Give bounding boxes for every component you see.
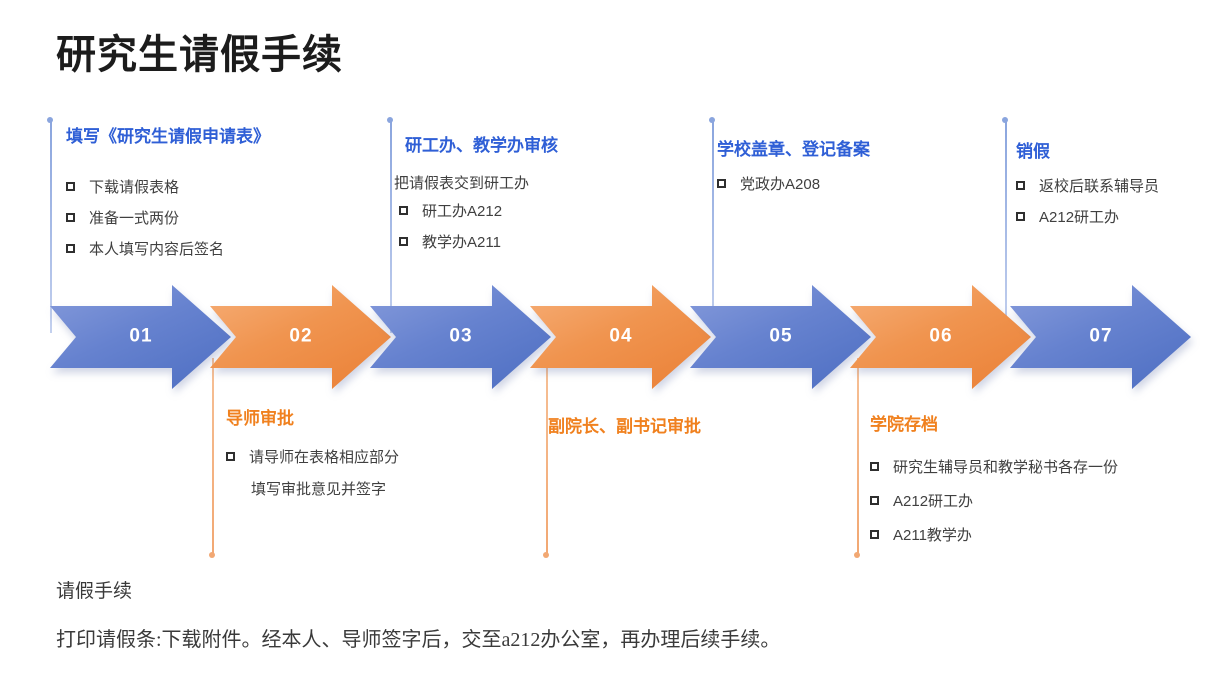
list-item: 教学办A211 [399,226,558,257]
connector-dot-step07 [1002,117,1008,123]
connector-dot-step05 [709,117,715,123]
step-title: 学校盖章、登记备案 [717,140,870,159]
flow-arrow-02: 02 [210,285,391,389]
bullet-square-icon [66,213,75,222]
flow-arrow-04: 04 [530,285,711,389]
step-items: 下载请假表格 准备一式两份 本人填写内容后签名 [66,171,270,264]
connector-dot-step02 [209,552,215,558]
connector-line-step01 [50,120,52,333]
flow-arrow-03: 03 [370,285,551,389]
step-items: 研工办A212 教学办A211 [394,195,558,257]
step-panel-03: 研工办、教学办审核 把请假表交到研工办 研工办A212 教学办A211 [394,131,558,257]
list-item-text: 研究生辅导员和教学秘书各存一份 [893,458,1119,476]
list-item-text: 准备一式两份 [89,210,180,227]
list-item-text: 研工办A212 [422,203,503,220]
page-title: 研究生请假手续 [56,33,343,77]
arrow-number: 04 [609,325,633,347]
footer-note-line1: 请假手续 [56,581,133,602]
bullet-square-icon [870,461,879,471]
connector-line-step04 [546,358,548,554]
bullet-square-icon [870,495,879,505]
arrow-number: 07 [1089,325,1113,347]
list-item-text: A211教学办 [893,526,972,544]
step-items: 研究生辅导员和教学秘书各存一份 A212研工办 A211教学办 [870,449,1118,551]
step-title: 学院存档 [870,415,938,434]
connector-line-step03 [390,120,392,333]
connector-line-step07 [1005,120,1007,333]
flow-arrow-06: 06 [850,285,1031,389]
bullet-square-icon [1016,212,1025,221]
list-item-text: 返校后联系辅导员 [1039,178,1160,195]
list-item: 研究生辅导员和教学秘书各存一份 [870,449,1118,483]
list-item-text: 本人填写内容后签名 [89,241,225,258]
bullet-square-icon [717,179,726,188]
list-item: 准备一式两份 [66,202,270,233]
connector-dot-step01 [47,117,53,123]
list-item-text: 教学办A211 [422,234,501,251]
step-items: 党政办A208 [717,168,870,199]
connector-line-step02 [212,358,214,554]
bullet-square-icon [399,206,408,215]
list-item: 请导师在表格相应部分 [226,441,399,472]
step-panel-07: 销假 返校后联系辅导员 A212研工办 [1016,137,1159,232]
step-title: 研工办、教学办审核 [405,136,558,155]
step-items: 返校后联系辅导员 A212研工办 [1016,170,1159,232]
list-item: A212研工办 [1016,201,1159,232]
arrow-number: 05 [769,325,793,347]
list-item: 党政办A208 [717,168,870,199]
step-title: 销假 [1016,142,1050,161]
bullet-square-icon [226,452,235,461]
list-item-text: 下载请假表格 [89,179,180,196]
bullet-square-icon [1016,181,1025,190]
footer-notes: 请假手续 打印请假条:下载附件。经本人、导师签字后，交至a212办公室，再办理后… [56,576,780,652]
flow-arrow-05: 05 [690,285,871,389]
list-item: 研工办A212 [399,195,558,226]
step-panel-06: 学院存档 研究生辅导员和教学秘书各存一份 A212研工办 A211教学办 [870,410,1118,551]
list-item-text: 党政办A208 [740,176,821,193]
list-item-continuation: 填写审批意见并签字 [251,481,387,498]
arrow-number: 03 [449,325,473,347]
flow-arrow-07: 07 [1010,285,1191,389]
list-item: A212研工办 [870,483,1118,517]
list-item-text: A212研工办 [1039,209,1120,226]
step-title: 填写《研究生请假申请表》 [66,127,270,146]
step-title: 副院长、副书记审批 [548,417,701,436]
list-item: A211教学办 [870,517,1118,551]
connector-line-step06 [857,358,859,554]
connector-dot-step04 [543,552,549,558]
step-panel-01: 填写《研究生请假申请表》 下载请假表格 准备一式两份 本人填写内容后签名 [66,122,270,264]
arrow-number: 06 [929,325,953,347]
step-items: 请导师在表格相应部分 [226,441,399,472]
footer-note-line2: 打印请假条:下载附件。经本人、导师签字后，交至a212办公室，再办理后续手续。 [56,629,781,651]
list-item: 下载请假表格 [66,171,270,202]
bullet-square-icon [399,237,408,246]
list-item: 返校后联系辅导员 [1016,170,1159,201]
list-item-text: A212研工办 [893,492,974,510]
connector-dot-step06 [854,552,860,558]
connector-line-step05 [712,120,714,333]
list-item: 本人填写内容后签名 [66,233,270,264]
step-panel-04: 副院长、副书记审批 [548,412,701,437]
step-panel-05: 学校盖章、登记备案 党政办A208 [717,135,870,199]
arrow-number: 02 [289,325,313,347]
step-panel-02: 导师审批 请导师在表格相应部分 填写审批意见并签字 [226,404,399,504]
step-title: 导师审批 [226,409,294,428]
arrow-number: 01 [129,325,153,347]
flow-arrow-01: 01 [50,285,231,389]
connector-dot-step03 [387,117,393,123]
list-item-text: 请导师在表格相应部分 [249,449,400,466]
bullet-square-icon [66,244,75,253]
step-intro: 把请假表交到研工办 [394,175,530,192]
bullet-square-icon [66,182,75,191]
bullet-square-icon [870,529,879,539]
